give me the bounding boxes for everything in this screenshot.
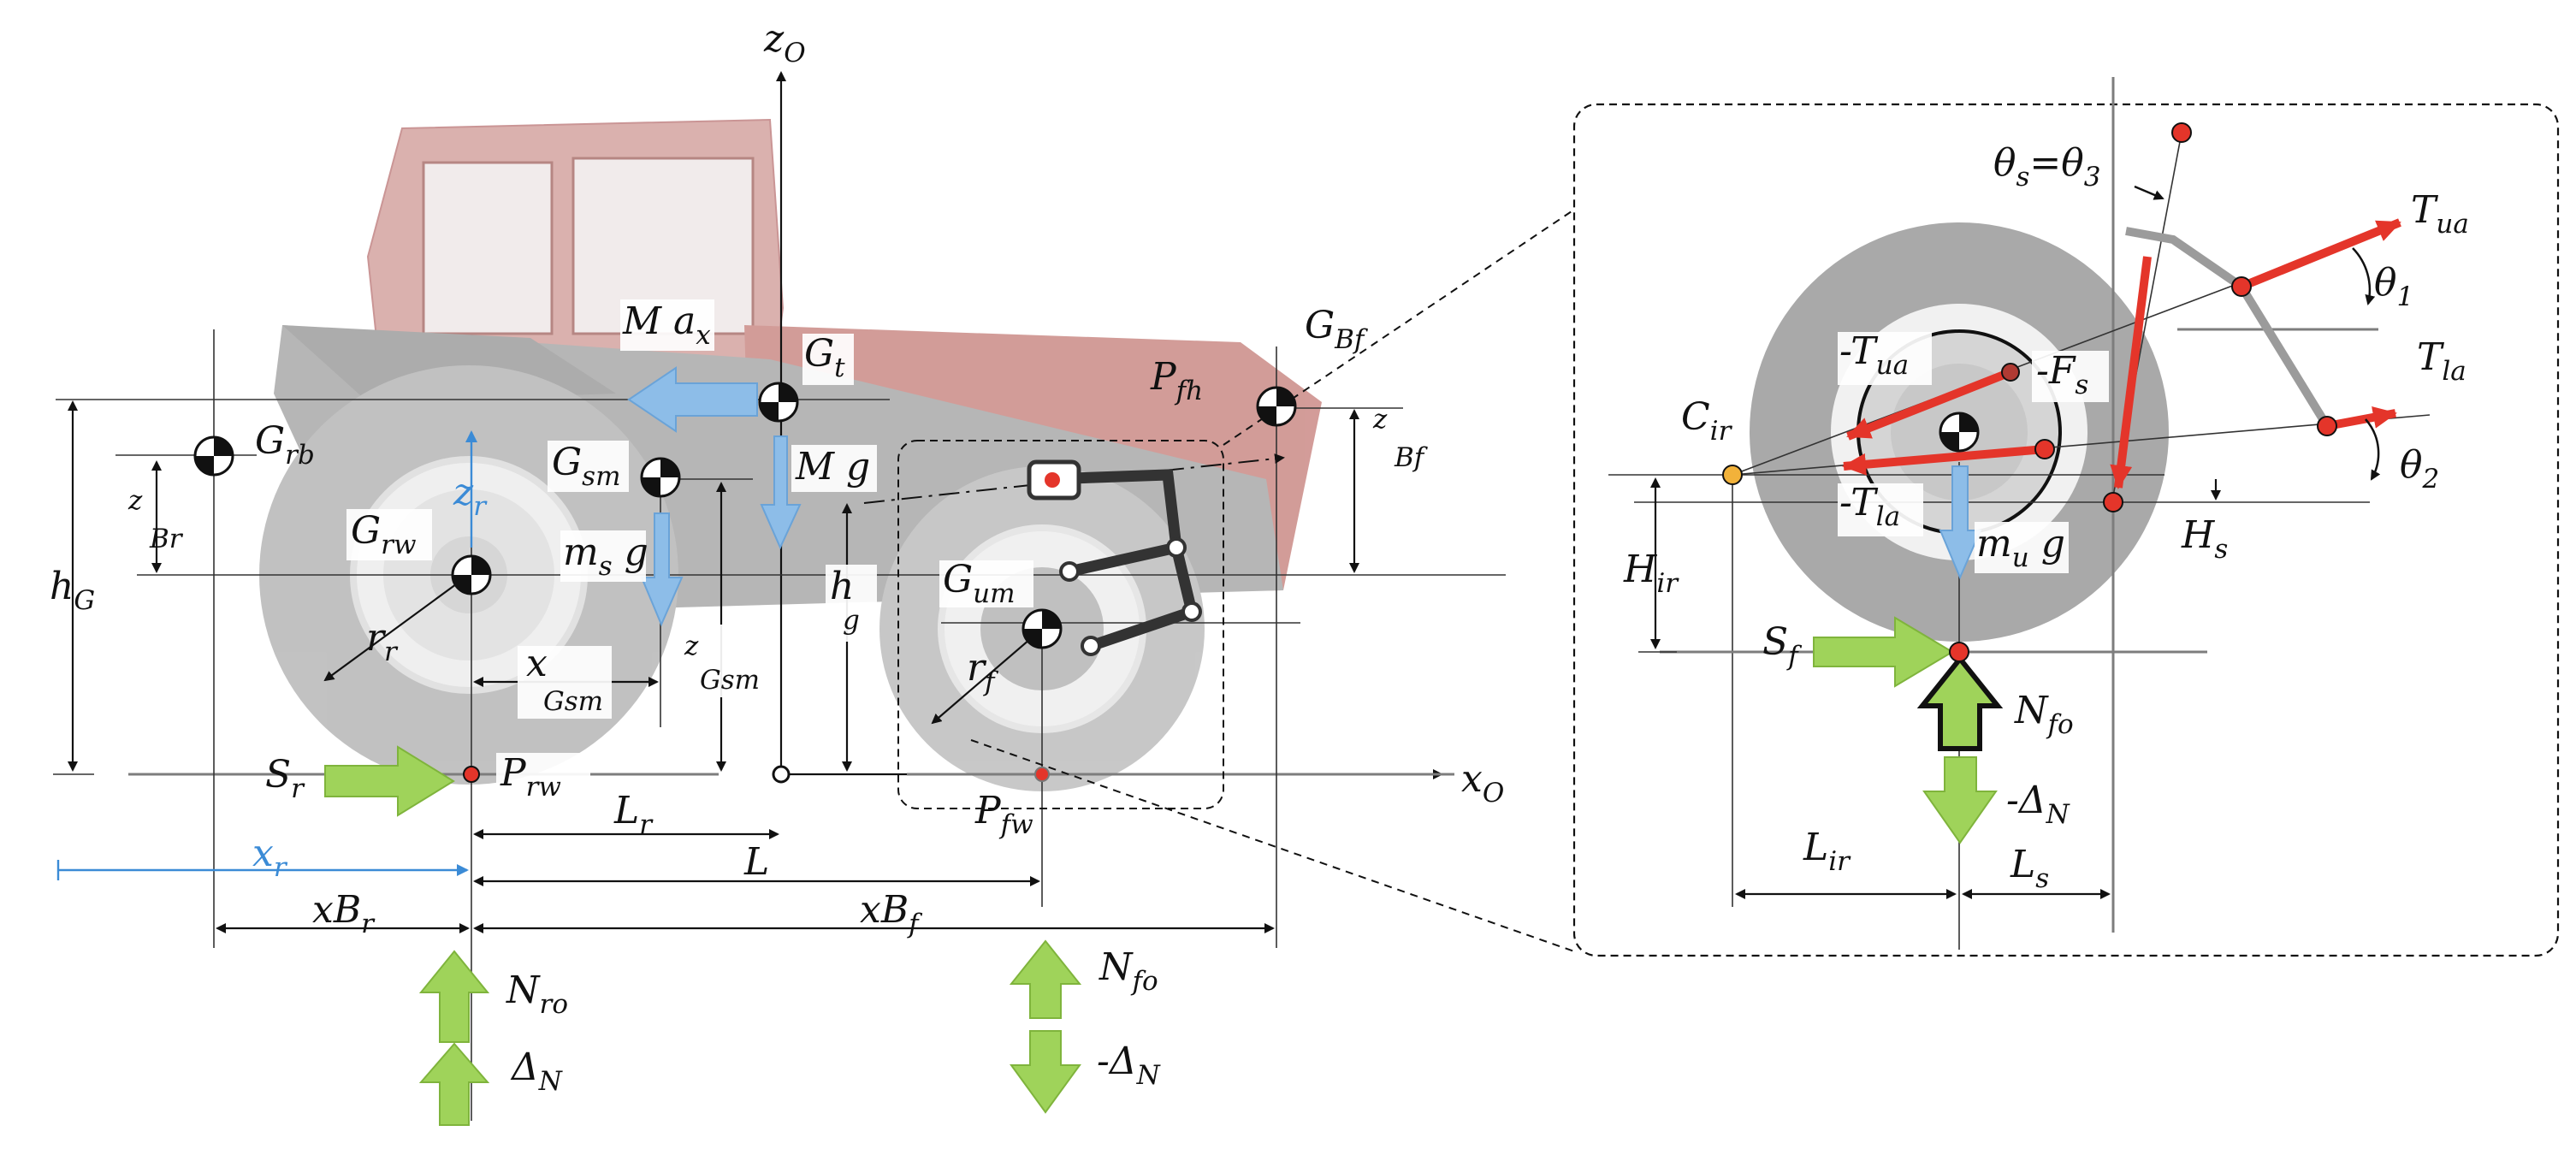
- cg-gsm: [640, 457, 681, 498]
- label-sr: Sr: [265, 753, 305, 804]
- label-xgsm: x: [526, 642, 548, 685]
- label-mg: M g: [795, 445, 870, 489]
- front-suspension-linkage: [1027, 459, 1202, 656]
- label-zbr: z: [127, 485, 143, 516]
- label-xbf: xBf: [860, 888, 923, 939]
- label-dn: ΔN: [510, 1045, 564, 1097]
- cg-inset-gum: [1939, 412, 1980, 453]
- origin-point: [772, 765, 791, 784]
- cg-grb: [193, 435, 234, 477]
- main-diagram-lines: [53, 71, 1575, 1121]
- rear-traction-arrow: [324, 745, 455, 817]
- inset-normal-arrow: [1916, 654, 2004, 751]
- inset-panel: θs=θ3 Tua θ1 Tla -Tua -Fs Cir θ2 -Tla Hs…: [1572, 77, 2560, 957]
- inset-label-mtla: -Tla: [1839, 481, 1900, 532]
- inset-label-mtua: -Tua: [1839, 329, 1909, 381]
- unsprung-weight-arrow: [1939, 465, 1982, 580]
- label-zbf: z: [1372, 404, 1388, 435]
- inset-minus-delta-n-arrow: [1922, 756, 1998, 844]
- rear-delta-n-arrow: [418, 1042, 490, 1126]
- label-zgsm-sub: Gsm: [700, 665, 760, 696]
- front-normal-arrow: [1009, 939, 1082, 1019]
- inset-label-lir: Lir: [1803, 826, 1851, 877]
- label-hG: hG: [50, 565, 95, 616]
- inset-label-cir: Cir: [1681, 395, 1733, 447]
- inset-label-hs: Hs: [2181, 513, 2228, 565]
- rear-normal-arrow: [418, 950, 490, 1043]
- label-mdn: -ΔN: [1097, 1040, 1162, 1091]
- label-L: L: [743, 840, 769, 884]
- label-lr: Lr: [613, 789, 654, 840]
- inertial-force-arrow: [627, 366, 758, 433]
- label-xbr: xBr: [312, 888, 376, 939]
- inset-label-hir: Hir: [1623, 548, 1679, 599]
- prw-point: [463, 766, 480, 783]
- inset-label-theta1: θ1: [2374, 261, 2413, 312]
- inset-label-ls: Ls: [2010, 843, 2049, 894]
- label-grb: Grb: [255, 419, 315, 471]
- cab-window-left: [422, 161, 554, 335]
- inset-label-tua: Tua: [2411, 188, 2469, 240]
- label-rr: rr: [366, 616, 399, 667]
- sprung-weight-arrow: [640, 512, 684, 627]
- force-arrows: [324, 366, 1082, 1126]
- front-traction-arrow: [1813, 616, 1954, 688]
- inset-label-theta2: θ2: [2400, 443, 2439, 495]
- label-hg: h: [830, 565, 854, 608]
- label-pfh: Pfh: [1150, 355, 1203, 406]
- label-xgsm-sub: Gsm: [543, 686, 603, 717]
- cg-grw: [451, 554, 492, 595]
- label-zbf-sub: Bf: [1394, 442, 1429, 473]
- cir-point: [1722, 465, 1743, 485]
- label-gsm: Gsm: [552, 441, 620, 492]
- label-max: M ax: [622, 299, 711, 351]
- pfw-point: [1034, 767, 1050, 782]
- label-prw: Prw: [500, 751, 561, 803]
- cg-gt: [758, 382, 799, 423]
- label-gbf: GBf: [1305, 304, 1369, 355]
- label-xr: xr: [252, 832, 288, 883]
- label-gum: Gum: [943, 558, 1016, 609]
- inset-label-nfo: Nfo: [2014, 689, 2074, 740]
- label-nfo: Nfo: [1099, 945, 1158, 997]
- inset-label-mug: mu g: [1976, 522, 2065, 573]
- inset-label-tla: Tla: [2417, 335, 2466, 387]
- label-msg: ms g: [563, 530, 648, 582]
- inset-label-mdn: -ΔN: [2006, 779, 2071, 830]
- label-zbr-sub: Br: [149, 524, 184, 554]
- inset-label-theta-s: θs=θ3: [1993, 141, 2101, 192]
- label-pfw: Pfw: [974, 789, 1033, 840]
- inset-label-mfs: -Fs: [2036, 349, 2088, 400]
- label-zgsm: z: [684, 631, 699, 661]
- label-zr: zr: [453, 471, 488, 522]
- main-labels: zO xO M ax Gt M g GBf z Bf Grb z Br hG z…: [50, 17, 1504, 1097]
- label-gt: Gt: [804, 332, 845, 383]
- front-minus-delta-n-arrow: [1010, 1030, 1081, 1114]
- weight-arrow: [760, 435, 802, 550]
- label-xo: xO: [1461, 757, 1504, 808]
- label-grw: Grw: [351, 509, 417, 560]
- cg-gum: [1022, 608, 1063, 649]
- tractor-image: [259, 118, 1322, 791]
- cg-gbf: [1256, 386, 1297, 427]
- front-detail-box: [897, 440, 1224, 809]
- label-nro: Nro: [506, 968, 568, 1020]
- label-hg-sub: g: [843, 605, 860, 636]
- cg-symbols: [193, 382, 1297, 784]
- label-zo: zO: [763, 17, 806, 68]
